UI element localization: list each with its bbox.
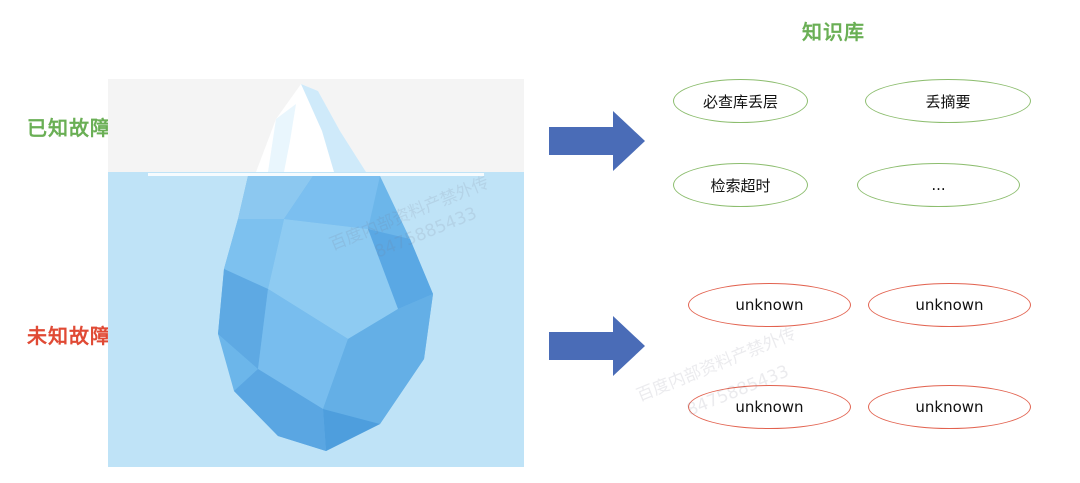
- unknown-item-label: unknown: [915, 296, 984, 314]
- known-arrow: [549, 111, 645, 171]
- arrow-shape: [549, 316, 645, 376]
- unknown-item: unknown: [868, 283, 1031, 327]
- known-item-label: 丢摘要: [925, 92, 971, 111]
- iceberg-tip-shade: [301, 84, 366, 172]
- known-faults-label: 已知故障: [27, 116, 111, 140]
- unknown-faults-label: 未知故障: [27, 324, 111, 348]
- unknown-item: unknown: [688, 385, 851, 429]
- known-item: 丢摘要: [865, 79, 1031, 123]
- unknown-item-label: unknown: [735, 398, 804, 416]
- known-item: 必查库丢层: [673, 79, 808, 123]
- unknown-item-label: unknown: [915, 398, 984, 416]
- known-item: 检索超时: [673, 163, 808, 207]
- known-item-label: ...: [931, 176, 946, 194]
- known-item: ...: [857, 163, 1020, 207]
- unknown-arrow: [549, 316, 645, 376]
- knowledge-base-title: 知识库: [802, 20, 865, 44]
- unknown-item-label: unknown: [735, 296, 804, 314]
- iceberg-illustration: [108, 79, 524, 467]
- known-item-label: 检索超时: [710, 176, 771, 195]
- unknown-item: unknown: [868, 385, 1031, 429]
- known-item-label: 必查库丢层: [702, 92, 778, 111]
- arrow-shape: [549, 111, 645, 171]
- unknown-item: unknown: [688, 283, 851, 327]
